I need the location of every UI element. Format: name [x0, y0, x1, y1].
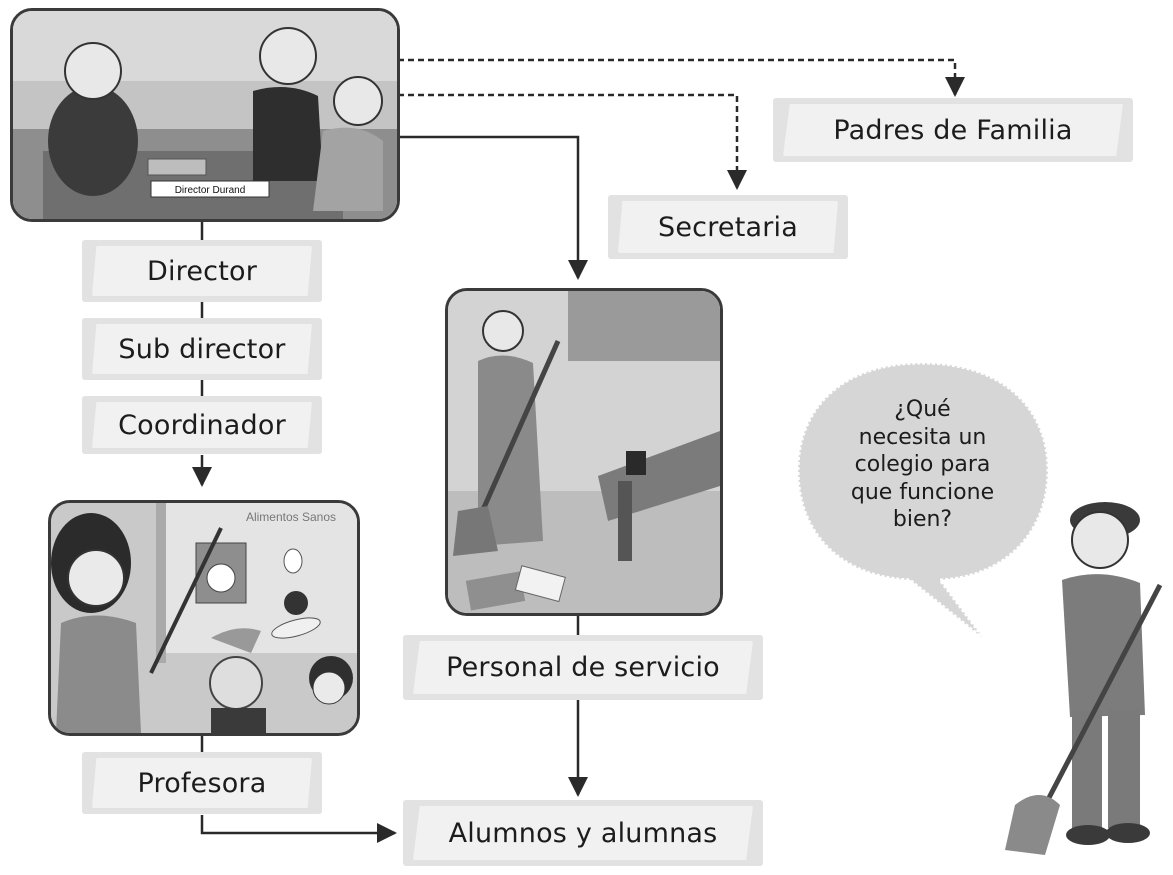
- cleaner-illustration: [445, 288, 723, 616]
- name-plate-text: Director Durand: [175, 185, 246, 196]
- poster-title-text: Alimentos Sanos: [246, 510, 336, 524]
- alumnos-y-alumnas-box: Alumnos y alumnas: [403, 800, 763, 866]
- director-label: Director: [146, 255, 258, 287]
- alumnos-y-alumnas-label: Alumnos y alumnas: [448, 817, 718, 849]
- secretaria-box: Secretaria: [608, 195, 848, 259]
- secretaria-label: Secretaria: [658, 211, 798, 243]
- sub-director-box: Sub director: [82, 318, 322, 380]
- teacher-illustration: Alimentos Sanos: [48, 500, 360, 736]
- profesora-box: Profesora: [82, 752, 322, 814]
- personal-de-servicio-label: Personal de servicio: [446, 652, 720, 683]
- director-office-illustration: Director Durand: [10, 8, 400, 222]
- profesora-label: Profesora: [137, 767, 267, 799]
- padres-de-familia-label: Padres de Familia: [833, 114, 1073, 146]
- cleaner-character: [1005, 502, 1163, 855]
- padres-de-familia-box: Padres de Familia: [773, 98, 1133, 162]
- speech-bubble-text: ¿Qué necesita un colegio para que funcio…: [850, 397, 995, 533]
- dashed-arrow-to-padres: [398, 58, 965, 97]
- coordinador-label: Coordinador: [118, 409, 286, 441]
- director-box: Director: [82, 240, 322, 302]
- personal-de-servicio-box: Personal de servicio: [403, 635, 763, 700]
- sub-director-label: Sub director: [118, 333, 286, 365]
- speech-bubble-shape: [796, 361, 1050, 642]
- dashed-arrow-to-secretaria: [398, 93, 747, 190]
- speech-bubble: ¿Qué necesita un colegio para que funcio…: [790, 355, 1055, 642]
- coordinador-box: Coordinador: [82, 396, 322, 454]
- arrow-to-personal: [398, 135, 588, 280]
- arrow-profesora-to-alumnos: [200, 815, 397, 843]
